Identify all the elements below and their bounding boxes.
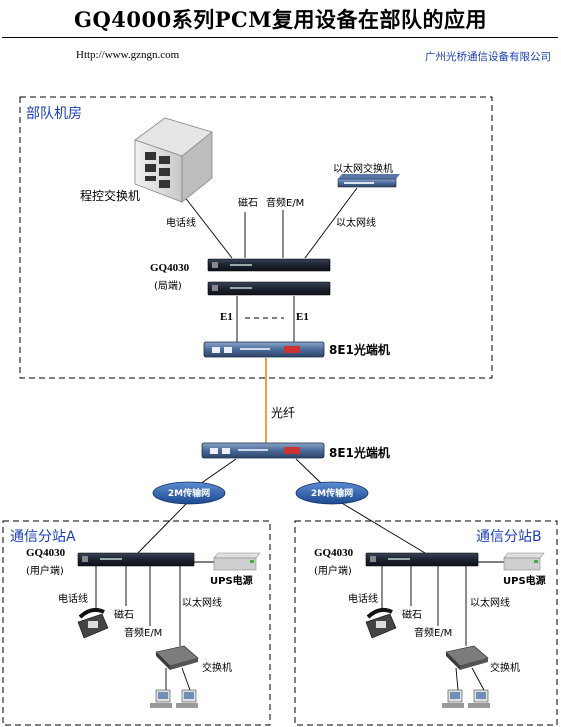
line-label-phone: 电话线	[166, 218, 196, 229]
optical-terminal-hq	[203, 341, 325, 358]
station-a-ups-label: UPS电源	[210, 576, 253, 587]
computer-icon	[176, 689, 198, 708]
station-a-device-role: (用户端)	[26, 566, 64, 577]
station-b-device-role: (用户端)	[314, 566, 352, 577]
e1-label-left: E1	[220, 311, 233, 323]
network-cloud-icon: 2M传输网	[152, 481, 226, 505]
ethernet-switch-icon	[155, 645, 199, 670]
optical-terminal-remote	[201, 442, 325, 459]
fiber-label: 光纤	[271, 406, 296, 420]
remote-optical-label: 8E1光端机	[329, 446, 390, 460]
network-label-left: 2M传输网	[168, 487, 210, 499]
hq-zone-title: 部队机房	[26, 106, 82, 122]
network-label-right: 2M传输网	[311, 487, 353, 499]
eth-switch-label: 以太网交换机	[333, 164, 393, 175]
station-a-line-magneto: 磁石	[114, 610, 134, 621]
station-b-line-audio: 音频E/M	[414, 628, 453, 639]
pbx-label: 程控交换机	[80, 189, 141, 203]
computer-icon	[468, 689, 490, 708]
station-a-zone-title: 通信分站A	[10, 529, 76, 545]
station-b-switch-label: 交换机	[490, 663, 520, 674]
computer-icon	[150, 689, 172, 708]
ups-icon	[503, 552, 545, 571]
telephone-icon	[77, 607, 109, 639]
ethernet-switch-icon	[337, 174, 400, 188]
station-b-zone-border	[294, 520, 558, 726]
gq4030-station-b-device	[365, 552, 479, 567]
station-b-device-name: GQ4030	[314, 547, 354, 559]
station-a-switch-label: 交换机	[202, 663, 232, 674]
ethernet-switch-icon	[445, 645, 489, 670]
e1-label-right: E1	[296, 311, 309, 323]
server-cabinet-icon	[134, 117, 213, 203]
station-a-device-name: GQ4030	[26, 547, 66, 559]
line-label-ethernet: 以太网线	[336, 218, 376, 229]
station-b-line-ethernet: 以太网线	[470, 598, 510, 609]
station-a-line-phone: 电话线	[58, 594, 88, 605]
telephone-icon	[365, 607, 397, 639]
station-b-zone-title: 通信分站B	[476, 529, 542, 545]
station-b-line-magneto: 磁石	[402, 610, 422, 621]
station-a-line-ethernet: 以太网线	[182, 598, 222, 609]
hq-device-name: GQ4030	[150, 262, 190, 274]
line-label-magneto: 磁石	[238, 198, 258, 209]
ups-icon	[213, 552, 261, 571]
station-a-line-audio: 音频E/M	[124, 628, 163, 639]
website-url[interactable]: Http://www.gzngn.com	[76, 49, 180, 61]
title-divider	[2, 37, 558, 38]
gq4030-station-a-device	[77, 552, 195, 567]
hq-zone-border	[19, 96, 493, 379]
hq-optical-label: 8E1光端机	[329, 343, 390, 357]
company-name: 广州光桥通信设备有限公司	[425, 51, 551, 63]
page-title: GQ4000系列PCM复用设备在部队的应用	[74, 7, 487, 32]
station-b-line-phone: 电话线	[348, 594, 378, 605]
hq-device-role: (局端)	[154, 281, 182, 292]
station-b-ups-label: UPS电源	[503, 576, 546, 587]
network-cloud-icon: 2M传输网	[295, 481, 369, 505]
station-a-zone-border	[2, 520, 271, 726]
computer-icon	[442, 689, 464, 708]
gq4030-hq-device	[207, 258, 331, 296]
line-label-audio: 音频E/M	[266, 198, 305, 209]
